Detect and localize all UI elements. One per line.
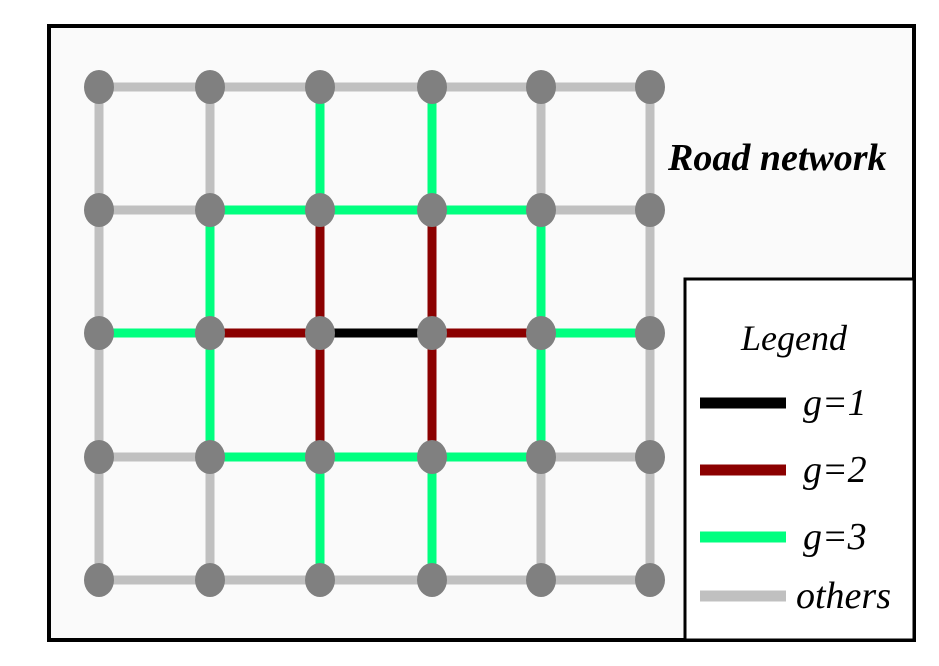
legend-label-g3: g=3 [803,516,867,558]
legend-title: Legend [740,318,848,358]
intersection-node [305,193,335,227]
intersection-node [526,193,556,227]
intersection-node [84,563,114,597]
intersection-node [305,316,335,350]
intersection-node [417,70,447,104]
intersection-node [84,440,114,474]
legend-box [683,277,916,642]
intersection-node [635,70,665,104]
diagram-title: Road network [667,137,887,179]
intersection-node [84,193,114,227]
legend-label-g2: g=2 [803,449,867,491]
intersection-node [195,70,225,104]
intersection-node [305,563,335,597]
intersection-node [195,563,225,597]
intersection-node [635,440,665,474]
intersection-node [417,193,447,227]
intersection-node [526,316,556,350]
intersection-node [417,316,447,350]
intersection-node [84,70,114,104]
intersection-node [526,70,556,104]
intersection-node [195,316,225,350]
intersection-node [635,316,665,350]
intersection-node [526,563,556,597]
legend-label-others: others [796,575,891,617]
intersection-node [526,440,556,474]
intersection-node [417,563,447,597]
intersection-node [195,440,225,474]
legend-items: g=1 g=2 g=3 others [700,382,891,617]
intersection-node [417,440,447,474]
intersection-node [195,193,225,227]
intersection-node [305,70,335,104]
intersection-node [635,563,665,597]
edges-layer [94,82,655,585]
nodes-layer [84,70,665,597]
intersection-node [84,316,114,350]
legend-label-g1: g=1 [803,382,867,424]
legend: Legend g=1 g=2 g=3 others [683,277,916,642]
intersection-node [305,440,335,474]
intersection-node [635,193,665,227]
